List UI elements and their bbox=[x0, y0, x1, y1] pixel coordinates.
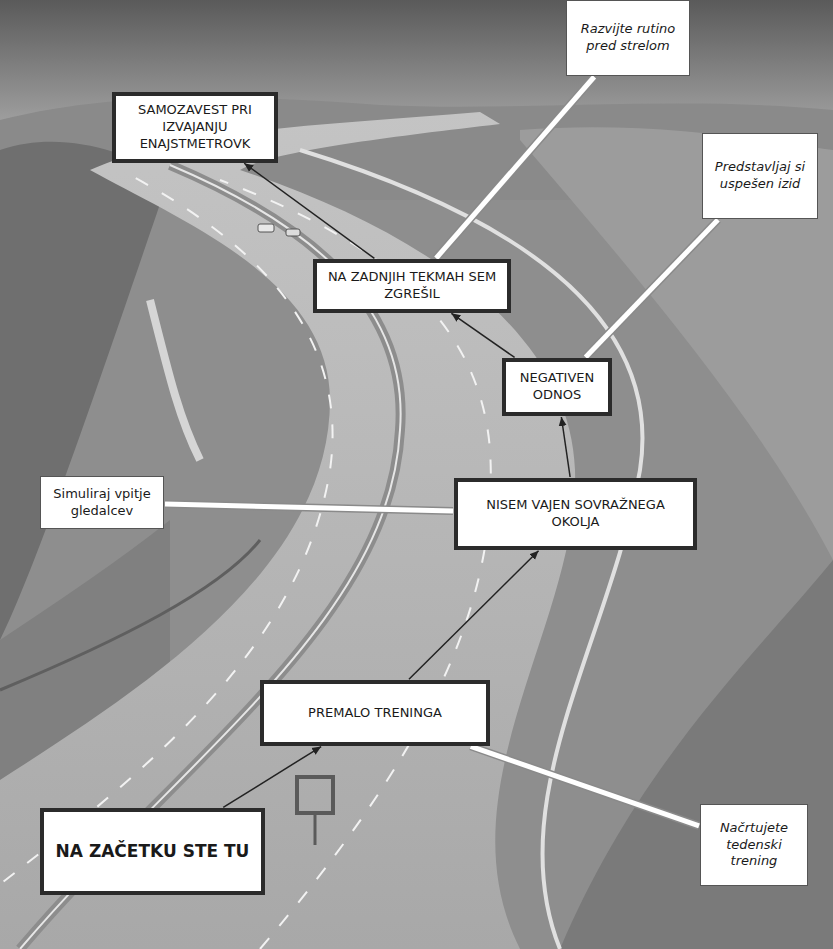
obstacle-box: NA ZADNJIH TEKMAH SEM ZGREŠIL bbox=[313, 259, 511, 313]
drawing-part bbox=[314, 813, 317, 845]
band-line bbox=[471, 746, 699, 826]
tip-connector bbox=[471, 746, 699, 826]
arrow-line bbox=[561, 417, 570, 477]
tip-connector bbox=[165, 504, 453, 511]
box-text: Simuliraj vpitje gledalcev bbox=[49, 486, 155, 520]
band-line bbox=[165, 504, 453, 511]
road-sign bbox=[297, 777, 333, 845]
tip-connector bbox=[436, 77, 594, 258]
obstacle-box: NEGATIVEN ODNOS bbox=[502, 358, 612, 416]
arrow-connector bbox=[409, 551, 539, 680]
band-edge bbox=[165, 504, 453, 511]
arrow-line bbox=[451, 313, 514, 357]
arrow-connector bbox=[561, 417, 570, 477]
band-line bbox=[436, 77, 594, 258]
drawing-part bbox=[150, 300, 200, 460]
drawing-part bbox=[286, 229, 300, 236]
arrow-line bbox=[223, 747, 321, 808]
drawing-part bbox=[258, 224, 274, 232]
drawing-part bbox=[297, 777, 333, 813]
band-edge bbox=[471, 746, 699, 826]
band-edge bbox=[586, 220, 718, 358]
obstacle-box: NISEM VAJEN SOVRAŽNEGA OKOLJA bbox=[454, 478, 697, 550]
drawing-part bbox=[560, 560, 833, 949]
start-box: NA ZAČETKU STE TU bbox=[40, 808, 265, 895]
drawing-part bbox=[0, 540, 260, 690]
tip-box: Simuliraj vpitje gledalcev bbox=[40, 476, 164, 529]
box-text: Predstavljaj si uspešen izid bbox=[711, 159, 809, 193]
arrow-connector bbox=[244, 163, 374, 258]
box-text: NEGATIVEN ODNOS bbox=[514, 370, 600, 404]
arrow-line bbox=[244, 163, 374, 258]
box-text: SAMOZAVEST PRI IZVAJANJU ENAJSTMETROVK bbox=[124, 102, 266, 153]
box-text: NA ZAČETKU STE TU bbox=[56, 840, 250, 862]
drawing-part bbox=[0, 175, 333, 900]
box-text: Razvijte rutino pred strelom bbox=[575, 21, 681, 55]
arrow-connector bbox=[223, 747, 321, 808]
cars bbox=[258, 224, 300, 236]
box-text: NA ZADNJIH TEKMAH SEM ZGREŠIL bbox=[325, 269, 499, 303]
box-text: Načrtujete tedenski trening bbox=[709, 820, 799, 871]
box-text: NISEM VAJEN SOVRAŽNEGA OKOLJA bbox=[466, 497, 685, 531]
box-text: PREMALO TRENINGA bbox=[308, 705, 442, 722]
obstacle-box: PREMALO TRENINGA bbox=[260, 680, 490, 746]
tip-box: Načrtujete tedenski trening bbox=[700, 804, 808, 886]
goal-box: SAMOZAVEST PRI IZVAJANJU ENAJSTMETROVK bbox=[112, 92, 278, 163]
tip-connector bbox=[586, 220, 718, 358]
tip-box: Razvijte rutino pred strelom bbox=[566, 0, 690, 76]
band-edge bbox=[436, 77, 594, 258]
arrow-connector bbox=[451, 313, 514, 357]
tip-box: Predstavljaj si uspešen izid bbox=[702, 133, 818, 219]
band-line bbox=[586, 220, 718, 358]
arrow-line bbox=[409, 551, 539, 680]
